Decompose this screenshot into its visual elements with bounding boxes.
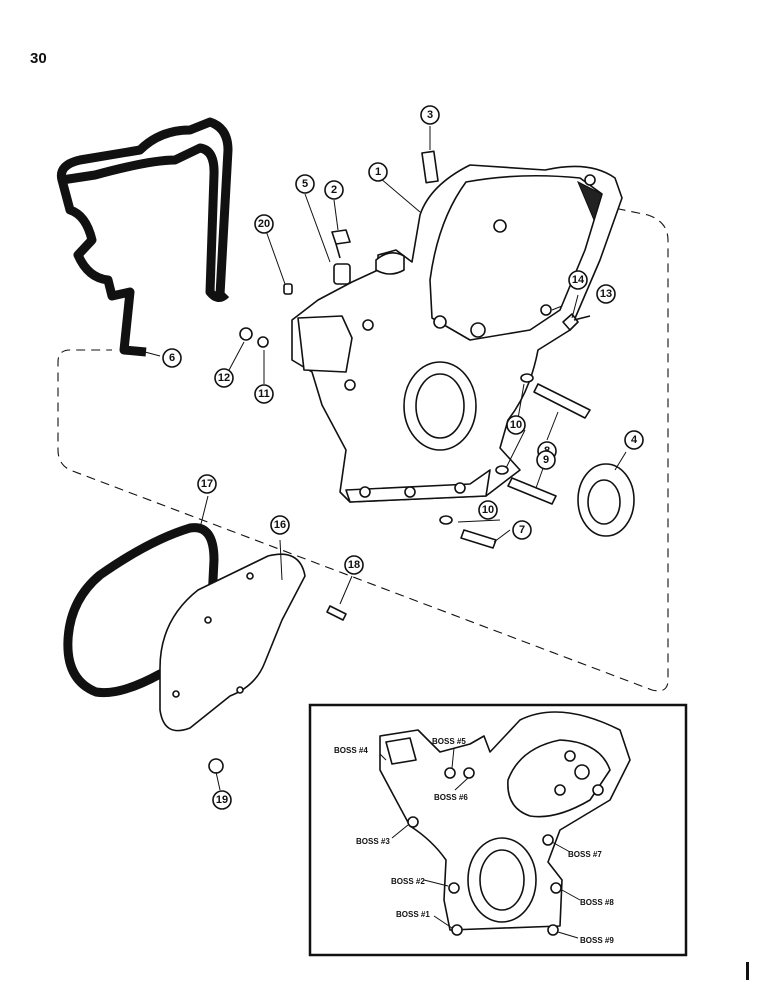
svg-text:4: 4 [631,434,638,446]
callout-10-lower: 10 [478,500,498,520]
svg-text:14: 14 [572,274,585,286]
boss-4-label: BOSS #4 [334,746,368,755]
callout-12: 12 [214,368,234,388]
boss-location-inset: BOSS #1 BOSS #2 BOSS #3 BOSS #4 BOSS #5 … [308,703,688,957]
front-cover-gasket [63,523,219,698]
svg-text:20: 20 [258,218,270,230]
svg-text:7: 7 [519,524,525,536]
boss-6-label: BOSS #6 [434,793,468,802]
svg-text:16: 16 [274,519,286,531]
callout-6: 6 [162,348,182,368]
bolt-2 [331,229,351,259]
callout-13: 13 [596,284,616,304]
callout-11: 11 [254,384,274,404]
callout-7: 7 [512,520,532,540]
spacer-5 [333,263,351,285]
svg-text:11: 11 [258,388,270,400]
callout-5: 5 [295,174,315,194]
lockwasher-14 [540,304,552,316]
svg-text:10: 10 [482,504,494,516]
svg-text:2: 2 [331,184,337,196]
callout-18: 18 [344,555,364,575]
page-number: 30 [30,50,47,67]
svg-text:1: 1 [375,166,381,178]
part-20 [283,283,293,295]
boss-1-label: BOSS #1 [396,910,430,919]
oil-seal-4 [577,463,635,537]
bolt-13 [562,313,591,331]
svg-text:5: 5 [302,178,308,190]
callout-10-upper: 10 [506,415,526,435]
callout-3: 3 [420,105,440,125]
bolt-18 [326,605,347,621]
svg-text:10: 10 [510,419,522,431]
callout-20: 20 [254,214,274,234]
callout-4: 4 [624,430,644,450]
bolt-7 [460,529,497,549]
callout-16: 16 [270,515,290,535]
washer-11 [257,336,269,348]
assembly-dashed-outline [57,174,669,692]
callout-9: 9 [536,450,556,470]
callout-19: 19 [212,790,232,810]
bolt-8 [533,383,591,419]
svg-text:3: 3 [427,109,433,121]
washer-10-upper [520,373,534,383]
washer-10-lower [439,515,453,525]
boss-3-label: BOSS #3 [356,837,390,846]
svg-text:13: 13 [600,288,612,300]
timing-cover-gasket [56,117,233,357]
margin-mark [746,962,749,980]
bolt-9 [507,477,557,505]
svg-text:6: 6 [169,352,175,364]
boss-2-label: BOSS #2 [391,877,425,886]
boss-5-label: BOSS #5 [432,737,466,746]
callout-1: 1 [368,162,388,182]
boss-9-label: BOSS #9 [580,936,614,945]
callout-17: 17 [197,474,217,494]
svg-text:19: 19 [216,794,228,806]
boss-8-label: BOSS #8 [580,898,614,907]
timing-gear-housing [291,164,623,503]
svg-text:17: 17 [201,478,213,490]
front-cover-plate [159,553,306,732]
svg-text:9: 9 [543,454,549,466]
callout-14: 14 [568,270,588,290]
dowel-pin [421,150,439,184]
washer-12 [239,327,253,341]
svg-text:12: 12 [218,372,230,384]
svg-text:18: 18 [348,559,360,571]
boss-7-label: BOSS #7 [568,850,602,859]
callout-2: 2 [324,180,344,200]
leader-lines [144,126,627,791]
washer-10-middle [495,465,509,475]
part-19 [208,758,224,774]
